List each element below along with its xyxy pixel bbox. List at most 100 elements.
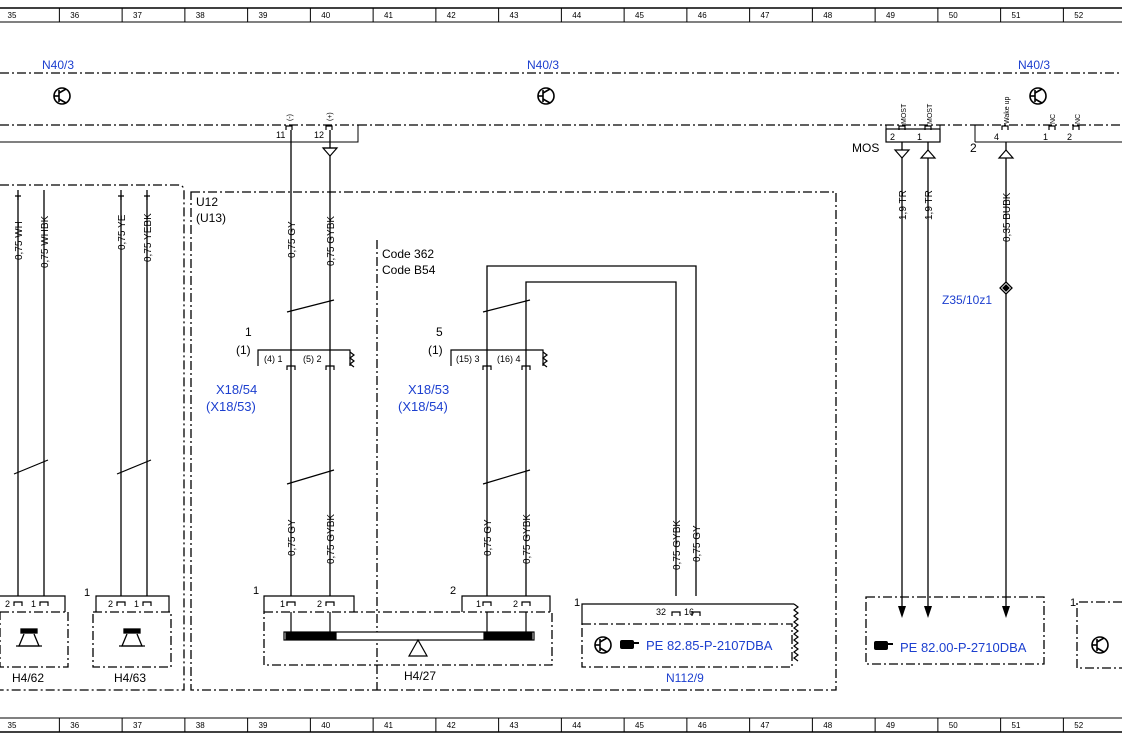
- wire-label: 1,9 TR: [898, 190, 909, 220]
- x18-53-num: 5: [436, 325, 443, 339]
- ruler-column-label: 37: [133, 11, 142, 20]
- ruler-column-label: 35: [8, 11, 17, 20]
- ruler-column-label: 40: [321, 721, 330, 730]
- nc-label-2: NC: [1075, 114, 1082, 124]
- ruler-column-label: 36: [70, 721, 79, 730]
- x18-54-pin-a: (4) 1: [264, 354, 283, 364]
- ruler-column-label: 44: [572, 11, 581, 20]
- n112-pin-a: 32: [656, 607, 666, 617]
- bass-speaker-icon: [283, 612, 535, 657]
- pin-minus: (-): [287, 114, 294, 121]
- wire-label: 0,75 WH: [14, 221, 25, 260]
- mos-label: MOS: [852, 141, 879, 155]
- ruler-column-label: 46: [698, 11, 707, 20]
- ruler-column-label: 49: [886, 11, 895, 20]
- h4-62-pin-b: 1: [31, 599, 36, 609]
- ruler-column-label: 51: [1012, 721, 1021, 730]
- ruler-labels: 3535363637373838393940404141424243434444…: [8, 11, 1084, 730]
- wire-label: 0,75 GYBK: [522, 514, 533, 564]
- mos-sockets: [885, 125, 941, 143]
- wire-label: 0,75 WHBK: [40, 215, 51, 268]
- speaker-icon: [16, 628, 42, 647]
- h4-27-connectors: [263, 595, 551, 612]
- h4-62-connector: [0, 595, 66, 612]
- transistor-icon: [1029, 87, 1047, 105]
- ruler-column-label: 36: [70, 11, 79, 20]
- ruler-column-label: 46: [698, 721, 707, 730]
- pin-12: 12: [314, 130, 324, 140]
- x18-54-label: X18/54: [216, 382, 257, 397]
- nc-label-1: NC: [1050, 114, 1057, 124]
- ruler-column-label: 35: [8, 721, 17, 730]
- ruler-column-label: 48: [823, 11, 832, 20]
- far-right-con-num: 1: [1070, 597, 1076, 609]
- u12-label: U12: [196, 195, 218, 209]
- pin-sockets-top: [285, 125, 333, 130]
- ruler-column-label: 38: [196, 721, 205, 730]
- connector-x18-54: [257, 349, 355, 370]
- most-label-2: MOST: [927, 103, 934, 124]
- ruler-column-label: 40: [321, 11, 330, 20]
- twisted-pair-marks: [13, 299, 531, 485]
- ruler-column-label: 48: [823, 721, 832, 730]
- right-pin-1: 1: [1043, 132, 1048, 142]
- right-pin-2: 2: [1067, 132, 1072, 142]
- x18-54-num: 1: [245, 325, 252, 339]
- speaker-icon: [119, 628, 145, 647]
- ruler-column-label: 43: [510, 721, 519, 730]
- code-b54-label: Code B54: [382, 263, 436, 277]
- ruler-ticks: [58, 8, 1064, 732]
- wire-label: 0,75 GYBK: [326, 216, 337, 266]
- n112-pin-b: 16: [684, 607, 694, 617]
- wire-label: 0,75 GYBK: [672, 520, 683, 570]
- wire-label: 0,75 YEBK: [143, 213, 154, 262]
- ruler-column-label: 45: [635, 11, 644, 20]
- reference-hand-icon: [874, 641, 893, 650]
- wire-end-marks: [15, 195, 150, 200]
- x18-53-pin-a: (15) 3: [456, 354, 480, 364]
- connector-strips: [0, 125, 1122, 143]
- wire-label: 0,75 YE: [117, 214, 128, 250]
- n40-label-left: N40/3: [42, 58, 74, 72]
- n40-label-mid: N40/3: [527, 58, 559, 72]
- ruler-column-label: 45: [635, 721, 644, 730]
- transistor-icon: [594, 636, 612, 654]
- arrow-heads: [898, 606, 1010, 618]
- wire-label: 0,35 BUBK: [1002, 192, 1013, 242]
- z35-label: Z35/10z1: [942, 293, 992, 307]
- ruler-column-label: 50: [949, 721, 958, 730]
- ruler-column-label: 41: [384, 721, 393, 730]
- x18-53-label: X18/53: [408, 382, 449, 397]
- mos-pin-1: 1: [917, 132, 922, 142]
- most-label-1: MOST: [901, 103, 908, 124]
- control-unit-boundaries: [0, 72, 1122, 126]
- n112-label: N112/9: [666, 671, 704, 685]
- h4-27-pin-b: 2: [317, 599, 322, 609]
- h4-27-pin-a: 1: [280, 599, 285, 609]
- module-boundaries: [0, 184, 1122, 691]
- n40-label-right: N40/3: [1018, 58, 1050, 72]
- ruler-column-label: 43: [510, 11, 519, 20]
- ruler-column-label: 47: [761, 11, 770, 20]
- n112-connector: [581, 603, 799, 662]
- x18-54-pin-b: (5) 2: [303, 354, 322, 364]
- ruler-column-label: 42: [447, 721, 456, 730]
- n112-con-num: 1: [574, 597, 580, 609]
- h4-63-pin-b: 1: [134, 599, 139, 609]
- right-sockets: [1001, 125, 1080, 130]
- pin-4: 4: [994, 132, 999, 142]
- pin-plus: (+): [327, 112, 334, 121]
- ruler-column-label: 52: [1074, 11, 1083, 20]
- connector-x18-53: [450, 349, 548, 370]
- h4-27-pin-d: 2: [513, 599, 518, 609]
- h4-63-label: H4/63: [114, 671, 146, 685]
- h4-27-con-1: 1: [253, 585, 259, 597]
- arrow-symbols: [321, 147, 1015, 159]
- wire-label: 0,75 GY: [287, 519, 298, 556]
- h4-62-label: H4/62: [12, 671, 44, 685]
- ruler-column-label: 49: [886, 721, 895, 730]
- ruler-column-label: 42: [447, 11, 456, 20]
- ruler-column-label: 52: [1074, 721, 1083, 730]
- h4-27-pin-c: 1: [476, 599, 481, 609]
